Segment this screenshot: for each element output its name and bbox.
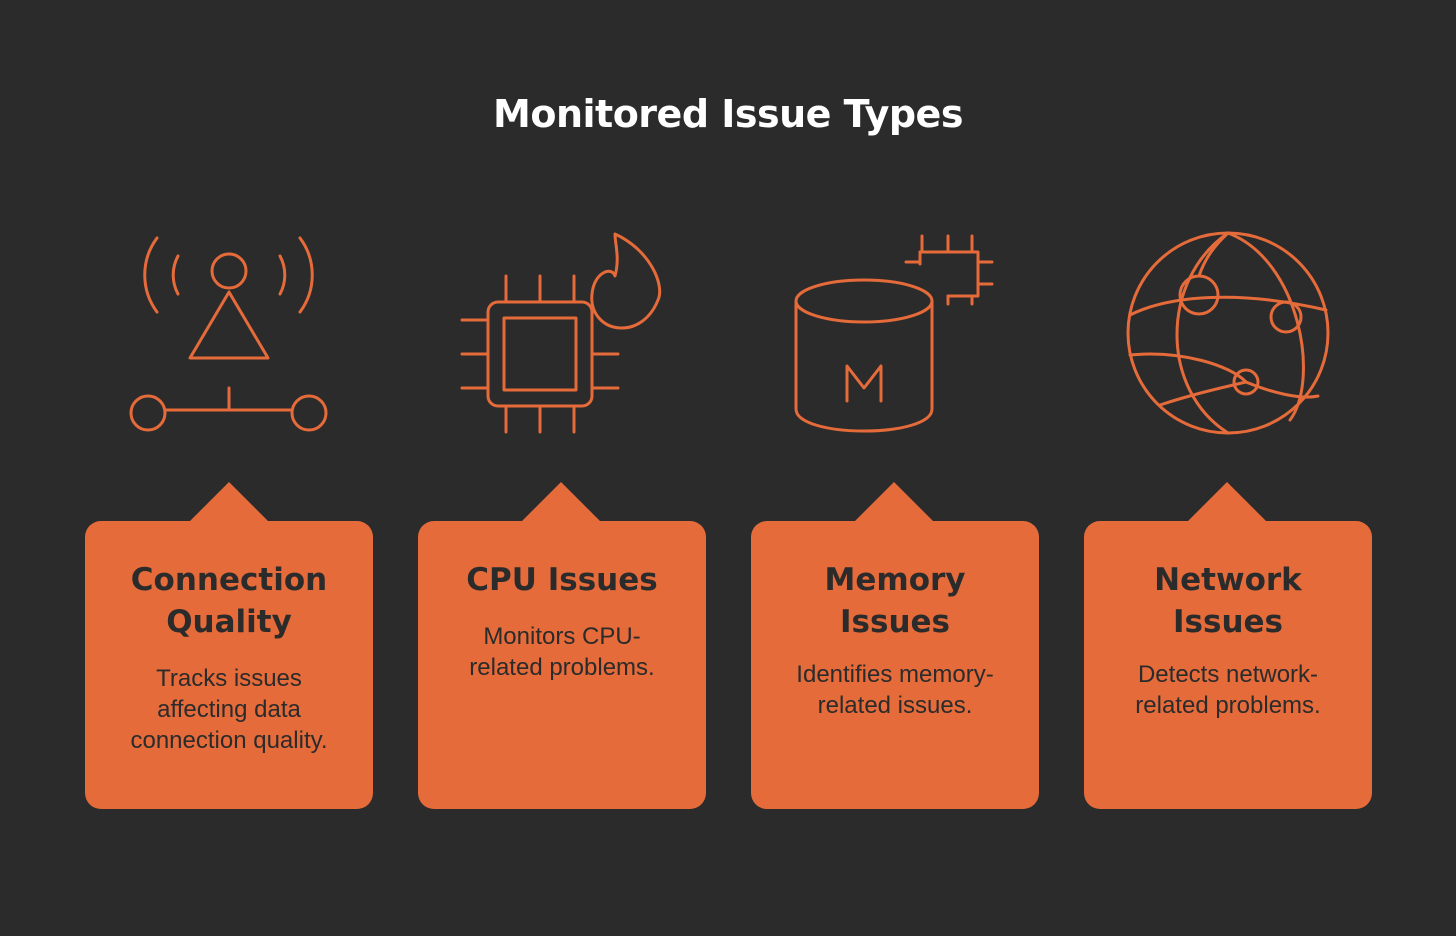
card-network-issues: Network Issues Detects network-related p… bbox=[1084, 521, 1372, 809]
card-description: Detects network-related problems. bbox=[1135, 661, 1321, 719]
card-description: Tracks issues affecting data connection … bbox=[130, 665, 328, 754]
card-pointer bbox=[188, 482, 270, 523]
card-title: CPU Issues bbox=[466, 562, 658, 598]
card-title: Memory Issues bbox=[824, 562, 966, 640]
card-title: Connection Quality bbox=[130, 562, 328, 640]
card-pointer bbox=[1186, 482, 1268, 523]
card-cpu-issues: CPU Issues Monitors CPU-related problems… bbox=[418, 521, 706, 809]
page-title: Monitored Issue Types bbox=[493, 92, 963, 136]
card-description: Monitors CPU-related problems. bbox=[469, 623, 655, 681]
card-memory-issues: Memory Issues Identifies memory-related … bbox=[751, 521, 1039, 809]
card-pointer bbox=[853, 482, 935, 523]
card-description: Identifies memory-related issues. bbox=[796, 661, 994, 719]
card-pointer bbox=[520, 482, 602, 523]
card-title: Network Issues bbox=[1154, 562, 1302, 640]
card-connection-quality: Connection Quality Tracks issues affecti… bbox=[85, 521, 373, 809]
